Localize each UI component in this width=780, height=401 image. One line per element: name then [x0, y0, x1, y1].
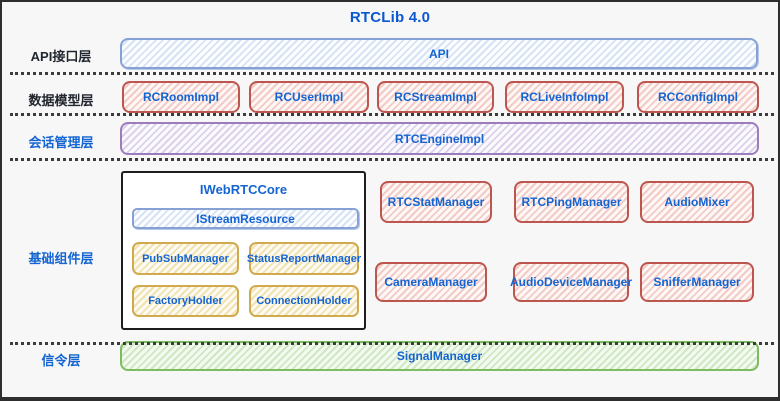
box-sniffermanager: SnifferManager: [640, 262, 754, 302]
diagram-title: RTCLib 4.0: [349, 9, 431, 26]
box-rcliveinfoimpl: RCLiveInfoImpl: [505, 81, 624, 113]
box-istreamresource: IStreamResource: [132, 208, 359, 229]
separator-1: [10, 72, 774, 75]
box-cameramanager: CameraManager: [375, 262, 487, 302]
box-rtcstatmanager: RTCStatManager: [380, 181, 492, 223]
layer-label-base: 基础组件层: [28, 251, 94, 266]
separator-2: [10, 113, 774, 116]
layer-label-signal: 信令层: [41, 353, 81, 368]
box-rtcpingmanager: RTCPingManager: [514, 181, 629, 223]
box-rcstreamimpl: RCStreamImpl: [377, 81, 494, 113]
separator-3: [10, 158, 774, 161]
box-api: API: [120, 38, 758, 69]
box-rtcengineimpl: RTCEngineImpl: [120, 122, 759, 155]
box-factoryholder: FactoryHolder: [132, 285, 239, 317]
separator-4: [10, 342, 774, 345]
box-signalmanager: SignalManager: [120, 341, 759, 371]
iwebrtccore-title: IWebRTCCore: [199, 182, 288, 197]
layer-label-session: 会话管理层: [28, 135, 94, 150]
box-rcconfigimpl: RCConfigImpl: [637, 81, 759, 113]
box-rcuserimpl: RCUserImpl: [249, 81, 369, 113]
box-statusreportmanager: StatusReportManager: [247, 242, 361, 275]
box-rcroomimpl: RCRoomImpl: [122, 81, 240, 113]
layer-label-api: API接口层: [30, 49, 92, 64]
box-iwebrtccore: IWebRTCCore IStreamResource PubSubManage…: [121, 171, 366, 330]
box-audiodevicemanager: AudioDeviceManager: [510, 262, 632, 302]
box-audiomixer: AudioMixer: [640, 181, 754, 223]
box-pubsubmanager: PubSubManager: [132, 242, 239, 275]
box-connectionholder: ConnectionHolder: [249, 285, 359, 317]
layer-label-data-model: 数据模型层: [28, 93, 94, 108]
